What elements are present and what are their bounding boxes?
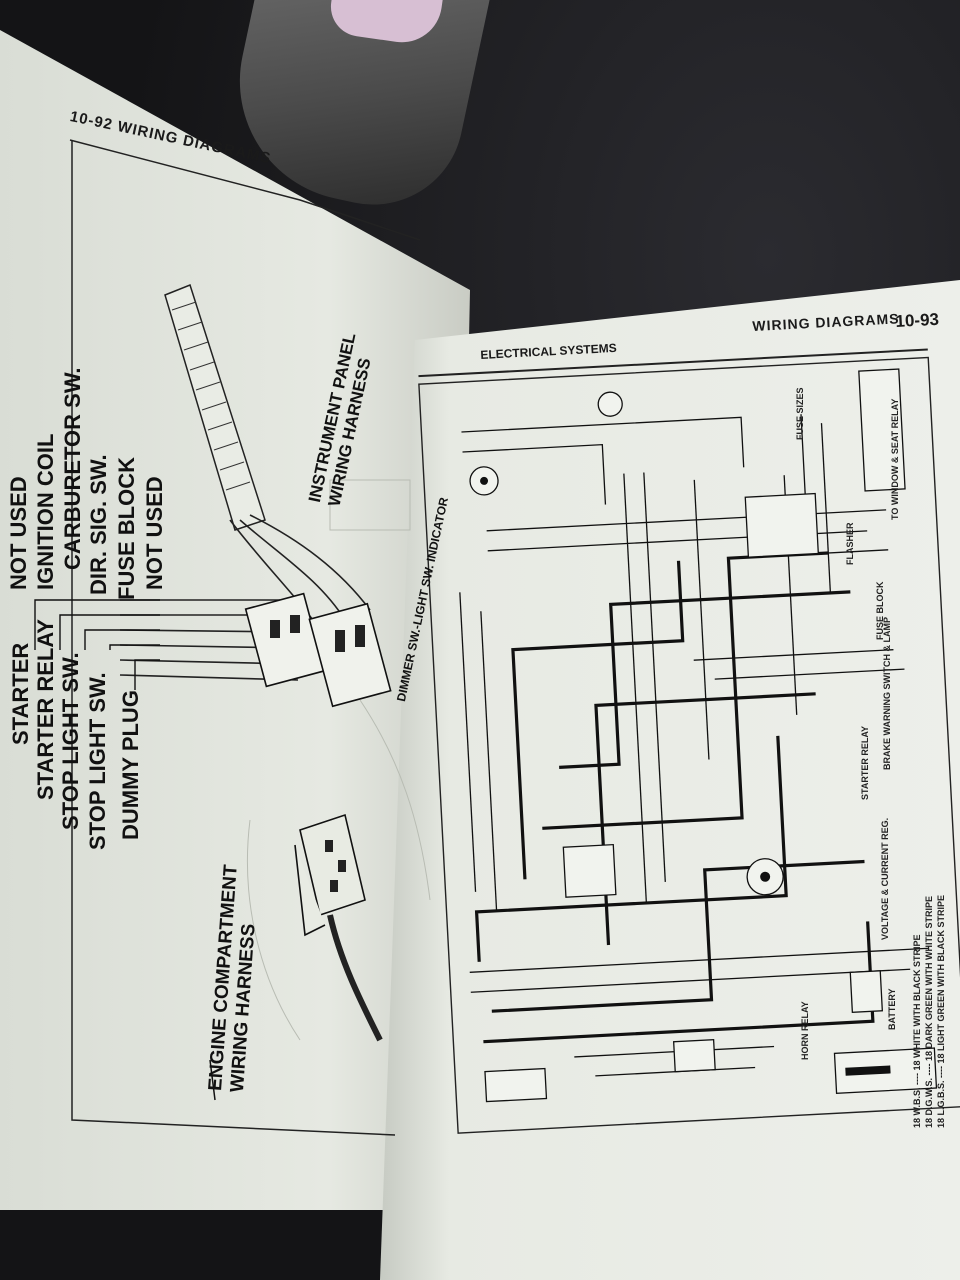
callout-starter-relay: STARTER RELAY [33,619,58,800]
callout-starter: STARTER [8,642,33,745]
horn-relay-label: HORN RELAY [800,1001,810,1060]
callout-carburetor-sw: CARBURETOR SW. [60,367,85,571]
window-seat-relay-label: TO WINDOW & SEAT RELAY [890,398,900,520]
legend-line-3: 18 L.G.B.S. ---- 18 LIGHT GREEN WITH BLA… [936,894,946,1128]
starter-relay-label: STARTER RELAY [860,725,870,800]
callout-not-used-2: NOT USED [142,476,167,590]
fuse-sizes-label: FUSE SIZES [795,387,805,440]
battery-label: BATTERY [887,988,897,1031]
callout-fuse-block: FUSE BLOCK [114,457,139,600]
voltage-regulator-label: VOLTAGE & CURRENT REG. [880,817,890,940]
callout-dir-sig-sw: DIR. SIG. SW. [86,454,111,595]
fuse-block-label: FUSE BLOCK [875,581,885,641]
callout-not-used-1: NOT USED [6,476,31,590]
callout-ignition-coil: IGNITION COIL [33,433,58,590]
legend-line-1: 18 W.B.S. ---- 18 WHITE WITH BLACK STRIP… [912,934,922,1128]
legend-line-2: 18 D.G.W.S. ---- 18 DARK GREEN WITH WHIT… [924,895,934,1128]
callout-stop-light-sw-1: STOP LIGHT SW. [58,652,83,830]
callout-dummy-plug: DUMMY PLUG [118,690,143,840]
right-page-header-number: 10-93 [895,309,940,331]
flasher-label: FLASHER [845,522,855,566]
callout-stop-light-sw-2: STOP LIGHT SW. [85,672,110,850]
